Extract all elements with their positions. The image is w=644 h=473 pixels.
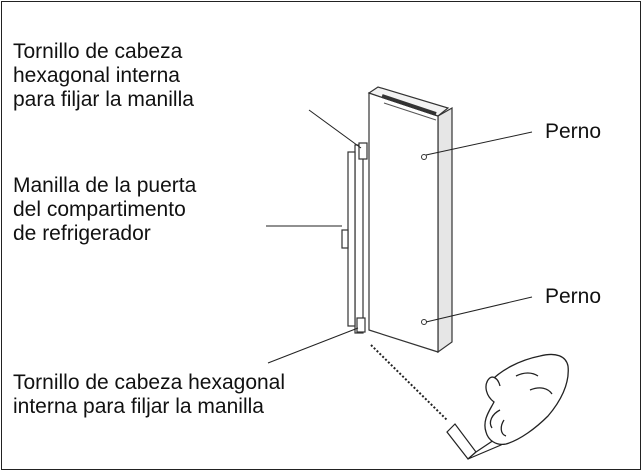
handle-label-line-2: del compartimento — [13, 198, 186, 221]
top-pin-icon — [421, 154, 427, 160]
handle-label: Manilla de la puerta del compartimento d… — [13, 174, 196, 246]
leader-lines — [266, 109, 533, 364]
bottom-screw-label-line-2: interna para filjar la manilla — [13, 395, 264, 418]
refrigerator-door — [367, 86, 453, 354]
top-pin-label: Perno — [545, 120, 602, 143]
bottom-screw-label: Tornillo de cabeza hexagonal interna par… — [13, 371, 285, 419]
top-screw — [358, 142, 368, 160]
tool-path — [370, 344, 448, 421]
bottom-screw-label-line-1: Tornillo de cabeza hexagonal — [13, 371, 286, 394]
hand-icon — [484, 353, 569, 446]
bottom-pin-label: Perno — [545, 285, 602, 308]
top-screw-label-line-3: para filjar la manilla — [13, 88, 194, 111]
top-screw-label-line-1: Tornillo de cabeza — [13, 40, 183, 63]
handle-label-line-1: Manilla de la puerta — [13, 174, 197, 197]
top-screw-label: Tornillo de cabeza hexagonal interna par… — [13, 40, 194, 112]
door-handle — [341, 142, 368, 334]
handle-label-line-3: de refrigerador — [13, 222, 151, 245]
bottom-screw — [356, 317, 366, 333]
top-screw-label-line-2: hexagonal interna — [13, 64, 180, 87]
bottom-pin-icon — [421, 319, 427, 325]
